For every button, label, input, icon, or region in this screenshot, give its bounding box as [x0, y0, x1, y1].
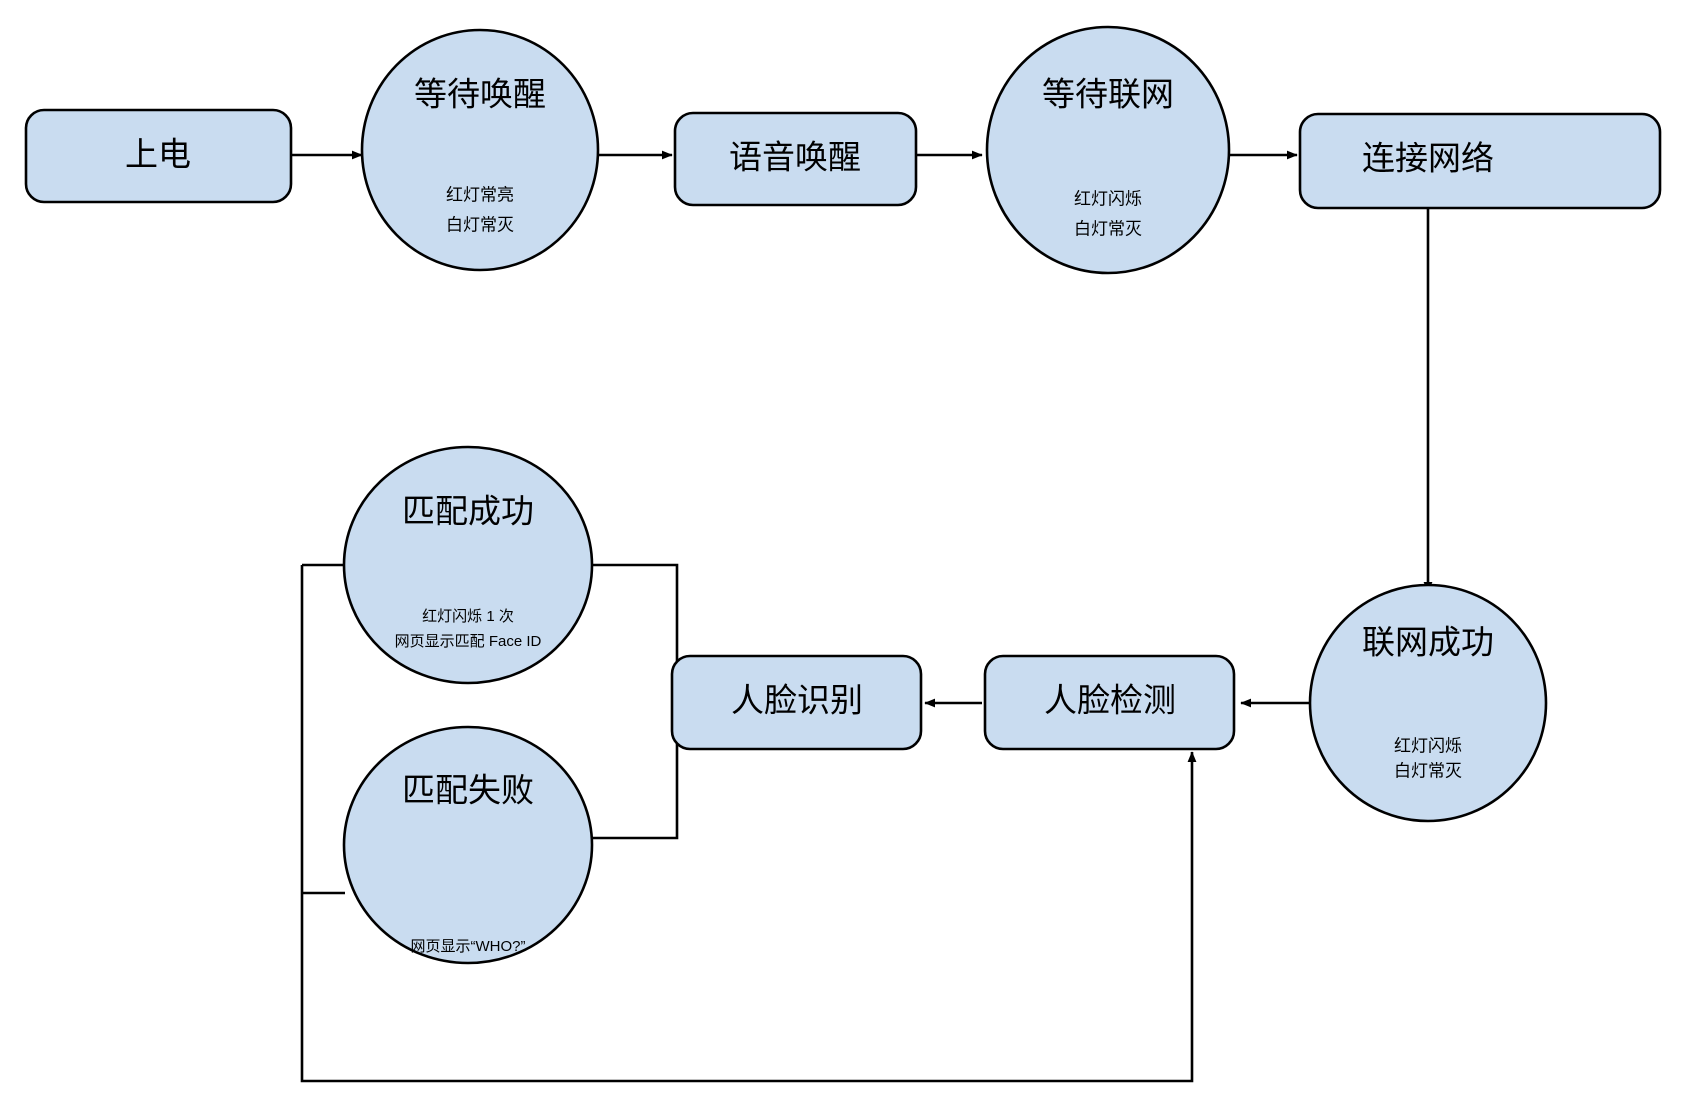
- edge-face-recognize-bracket-lower: [592, 703, 679, 840]
- wait-network-label: 等待联网: [1042, 76, 1174, 113]
- node-match-success[interactable]: 匹配成功 红灯闪烁 1 次 网页显示匹配 Face ID: [342, 445, 594, 685]
- power-on-shape[interactable]: [24, 108, 293, 204]
- connect-network-shape[interactable]: [1298, 112, 1662, 210]
- wait-network-shape[interactable]: [985, 25, 1231, 275]
- edges-layer: [291, 150, 1433, 1083]
- wait-wakeup-shape[interactable]: [360, 28, 600, 272]
- node-connect-network[interactable]: 连接网络: [1298, 112, 1662, 210]
- node-voice-wakeup[interactable]: 语音唤醒: [673, 111, 918, 207]
- wait-network-sub-1: 红灯闪烁: [1074, 189, 1142, 208]
- voice-wakeup-label: 语音唤醒: [729, 139, 861, 176]
- power-on-label: 上电: [125, 136, 191, 173]
- match-success-sub-1: 红灯闪烁 1 次: [422, 608, 514, 625]
- node-network-success[interactable]: 联网成功 红灯闪烁 白灯常灭: [1308, 583, 1548, 823]
- node-face-detect[interactable]: 人脸检测: [983, 654, 1236, 751]
- face-recognize-label: 人脸识别: [731, 682, 863, 719]
- node-wait-network[interactable]: 等待联网 红灯闪烁 白灯常灭: [985, 25, 1231, 275]
- face-detect-shape[interactable]: [983, 654, 1236, 751]
- match-fail-shape[interactable]: [342, 725, 594, 965]
- face-recognize-shape[interactable]: [670, 654, 923, 751]
- node-match-fail[interactable]: 匹配失败 网页显示“WHO?”: [342, 725, 594, 965]
- wait-wakeup-sub-1: 红灯常亮: [446, 185, 514, 204]
- match-fail-sub-1: 网页显示“WHO?”: [411, 938, 526, 955]
- network-success-label: 联网成功: [1362, 624, 1494, 661]
- node-face-recognize[interactable]: 人脸识别: [670, 654, 923, 751]
- node-wait-wakeup[interactable]: 等待唤醒 红灯常亮 白灯常灭: [360, 28, 600, 272]
- edge-match-loopback-to-face-detect: [300, 565, 1197, 1083]
- nodes-layer: 上电 等待唤醒 红灯常亮 白灯常灭 语音唤醒 等待联网 红灯闪烁 白灯常灭: [24, 25, 1662, 965]
- match-fail-label: 匹配失败: [402, 772, 534, 809]
- match-success-shape[interactable]: [342, 445, 594, 685]
- network-success-sub-2: 白灯常灭: [1394, 761, 1462, 780]
- connect-network-label: 连接网络: [1362, 140, 1494, 177]
- node-power-on[interactable]: 上电: [24, 108, 293, 204]
- voice-wakeup-shape[interactable]: [673, 111, 918, 207]
- match-success-label: 匹配成功: [402, 493, 534, 530]
- wait-wakeup-sub-2: 白灯常灭: [446, 215, 514, 234]
- face-detect-label: 人脸检测: [1044, 682, 1176, 719]
- wait-wakeup-label: 等待唤醒: [414, 76, 546, 113]
- network-success-shape[interactable]: [1308, 583, 1548, 823]
- network-success-sub-1: 红灯闪烁: [1394, 736, 1462, 755]
- wait-network-sub-2: 白灯常灭: [1074, 219, 1142, 238]
- match-success-sub-2: 网页显示匹配 Face ID: [395, 633, 542, 650]
